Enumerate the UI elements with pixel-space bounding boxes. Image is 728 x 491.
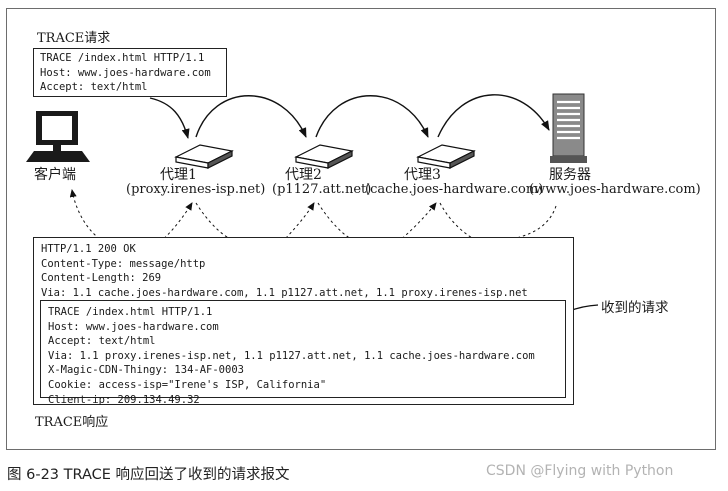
response-header-line: Content-Length: 269 <box>41 272 162 285</box>
figure-frame <box>6 8 716 450</box>
watermark: CSDN @Flying with Python <box>486 463 674 479</box>
received-request-line: Host: www.joes-hardware.com <box>48 320 219 333</box>
received-request-line: X-Magic-CDN-Thingy: 134-AF-0003 <box>48 364 244 377</box>
request-arrow-proxy2-proxy3 <box>315 95 429 138</box>
response-arc-proxy2-left <box>281 202 315 243</box>
response-title: TRACE响应 <box>35 415 109 430</box>
proxy2-host: (p1127.att.net) <box>272 182 372 197</box>
request-box: TRACE /index.html HTTP/1.1 Host: www.joe… <box>33 48 227 97</box>
request-line: Accept: text/html <box>40 81 148 94</box>
response-header-line: HTTP/1.1 200 OK <box>41 243 136 255</box>
response-arc-proxy3-left <box>397 202 437 243</box>
figure-caption: 图 6-23 TRACE 响应回送了收到的请求报文 <box>7 467 290 483</box>
received-request-line: Accept: text/html <box>48 335 156 348</box>
server-tower-icon <box>550 93 587 163</box>
request-arrow-proxy3-server <box>437 94 550 138</box>
response-header-line: Via: 1.1 cache.joes-hardware.com, 1.1 p1… <box>41 286 528 299</box>
proxy3-label: 代理3 <box>404 167 441 183</box>
request-line: Host: www.joes-hardware.com <box>40 66 211 79</box>
response-arc-client <box>69 189 105 243</box>
server-label: 服务器 <box>549 167 591 183</box>
proxy3-host: (cache.joes-hardware.com) <box>365 182 544 197</box>
received-request-line: Via: 1.1 proxy.irenes-isp.net, 1.1 p1127… <box>48 349 535 362</box>
received-request-line: Cookie: access-isp="Irene's ISP, Califor… <box>48 378 327 391</box>
response-header-line: Content-Type: message/http <box>41 257 206 270</box>
received-request-line: TRACE /index.html HTTP/1.1 <box>48 306 213 318</box>
request-title: TRACE请求 <box>37 31 111 46</box>
client-label: 客户端 <box>34 167 76 183</box>
received-request-label: 收到的请求 <box>601 300 669 316</box>
server-host: (www.joes-hardware.com) <box>529 182 701 197</box>
request-arrow-client-proxy1 <box>149 97 190 139</box>
request-line: TRACE /index.html HTTP/1.1 <box>40 52 205 64</box>
proxy1-host: (proxy.irenes-isp.net) <box>126 182 266 197</box>
received-request-line: Client-ip: 209.134.49.32 <box>48 393 200 406</box>
client-computer-icon <box>26 111 90 162</box>
proxy3-icon <box>416 144 476 169</box>
request-arrow-proxy1-proxy2 <box>195 95 307 138</box>
proxy1-icon <box>174 144 234 169</box>
received-request-box: TRACE /index.html HTTP/1.1 Host: www.joe… <box>40 300 566 406</box>
proxy1-label: 代理1 <box>160 167 197 183</box>
proxy2-icon <box>294 144 354 169</box>
proxy2-label: 代理2 <box>285 167 322 183</box>
